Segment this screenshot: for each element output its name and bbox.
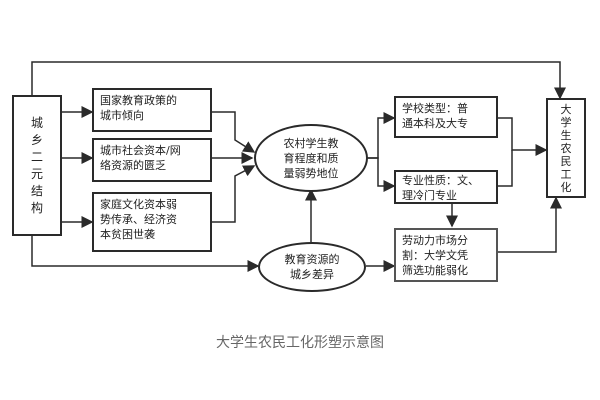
right-char: 工	[560, 167, 572, 181]
left-char: 结	[30, 183, 43, 198]
major-type-box: 专业性质：文、 理冷门专业	[394, 170, 498, 204]
right-char: 民	[560, 154, 572, 168]
school-to-right	[498, 117, 548, 156]
top-loop-arrow	[31, 61, 566, 100]
factor-text: 势传承、经济资	[100, 213, 177, 226]
box-text: 专业性质：文、	[402, 174, 479, 187]
labor-market-box: 劳动力市场分 割：大学文凭 筛选功能弱化	[394, 228, 498, 282]
ellipse-text: 育程度和质	[283, 151, 339, 165]
box-text: 通本科及大专	[402, 117, 468, 130]
major-to-right	[498, 150, 513, 187]
school-type-box: 学校类型：普 通本科及大专	[394, 96, 498, 138]
box-text: 理冷门专业	[402, 189, 457, 202]
right-char: 化	[560, 180, 572, 194]
diagram-caption: 大学生农民工化形塑示意图	[216, 335, 384, 351]
factor-3-to-center	[212, 165, 256, 223]
box-text: 学校类型：普	[402, 102, 468, 115]
left-char: 二	[30, 149, 43, 164]
ellipse-text: 教育资源的	[284, 253, 340, 266]
ellipse-text: 城乡差异	[290, 268, 334, 281]
left-char: 构	[30, 200, 43, 215]
left-char: 城	[30, 115, 43, 130]
box-text: 劳动力市场分	[402, 234, 468, 247]
urban-rural-dual-structure-box: 城 乡 二 元 结 构	[12, 95, 62, 236]
ellipse-text: 量弱势地位	[283, 166, 339, 180]
factor-text: 国家教育政策的	[100, 94, 177, 107]
left-char: 元	[30, 166, 43, 181]
factor-1-to-center	[212, 111, 256, 153]
factor-text: 本贫困世袭	[100, 228, 155, 241]
factor-box-social-capital: 城市社会资本/网 络资源的匮乏	[92, 138, 212, 182]
factor-box-family-capital: 家庭文化资本弱 势传承、经济资 本贫困世袭	[92, 192, 212, 252]
factor-text: 络资源的匮乏	[100, 159, 166, 172]
factor-text: 城市倾向	[100, 109, 144, 122]
factor-text: 城市社会资本/网	[100, 144, 181, 157]
center-to-major-type	[366, 157, 396, 192]
ellipse-text: 农村学生教	[283, 136, 339, 150]
box-text: 筛选功能弱化	[402, 264, 468, 277]
right-char: 学	[560, 115, 572, 129]
box-text: 割：大学文凭	[402, 249, 468, 262]
center-to-school-type	[366, 112, 396, 159]
education-resource-gap-ellipse: 教育资源的 城乡差异	[258, 242, 366, 292]
factor-text: 家庭文化资本弱	[100, 198, 177, 211]
right-char: 大	[560, 102, 572, 116]
labor-to-right	[498, 196, 562, 253]
right-char: 农	[560, 141, 572, 155]
left-to-bottom-ellipse	[31, 236, 260, 272]
college-migrant-worker-box: 大 学 生 农 民 工 化	[546, 98, 586, 198]
right-char: 生	[560, 128, 572, 142]
left-char: 乡	[30, 132, 43, 147]
factor-box-policy: 国家教育政策的 城市倾向	[92, 88, 212, 132]
rural-student-disadvantage-ellipse: 农村学生教 育程度和质 量弱势地位	[254, 124, 368, 192]
